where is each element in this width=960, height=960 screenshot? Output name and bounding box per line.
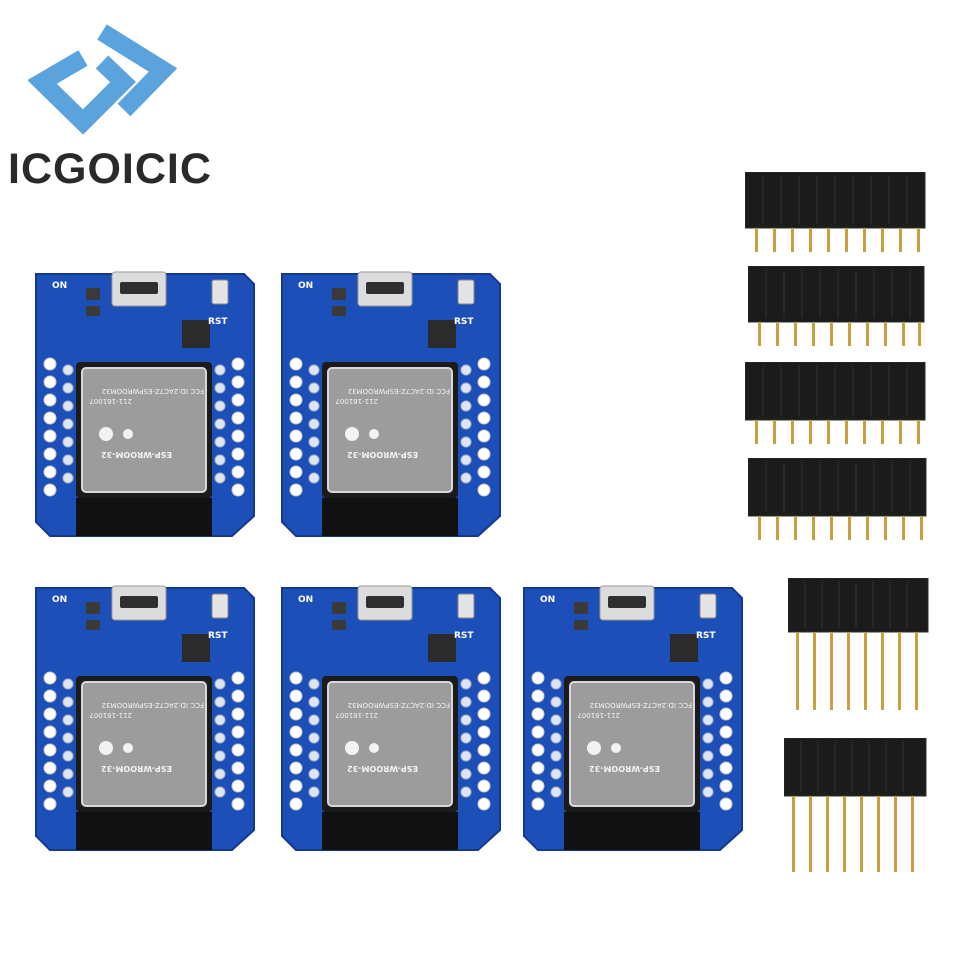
header-graphic bbox=[748, 266, 925, 346]
module-model: ESP-WROOM-32 bbox=[101, 450, 172, 459]
module-model: ESP-WROOM-32 bbox=[589, 764, 660, 773]
esp32-board: ON RST ESP-WROOM-32 211-161007 FCC ID:2A… bbox=[278, 584, 504, 852]
power-led-label: ON bbox=[52, 595, 68, 605]
header-graphic bbox=[784, 738, 927, 872]
module-model: ESP-WROOM-32 bbox=[347, 764, 418, 773]
module-cert: 211-161007 bbox=[89, 397, 132, 405]
reset-label: RST bbox=[454, 631, 474, 641]
module-fcc: FCC ID:2AC7Z-ESPWROOM32 bbox=[101, 701, 204, 709]
power-led-label: ON bbox=[298, 595, 314, 605]
module-model: ESP-WROOM-32 bbox=[347, 450, 418, 459]
header-graphic bbox=[745, 172, 926, 252]
header-graphic bbox=[788, 578, 929, 710]
module-markings: ESP-WROOM-32 211-161007 FCC ID:2AC7Z-ESP… bbox=[560, 684, 700, 784]
reset-label: RST bbox=[696, 631, 716, 641]
diamond-arrow-logo-icon bbox=[28, 24, 178, 135]
board-graphic bbox=[281, 585, 501, 851]
module-fcc: FCC ID:2AC7Z-ESPWROOM32 bbox=[347, 701, 450, 709]
reset-label: RST bbox=[208, 631, 228, 641]
header-graphic bbox=[745, 362, 926, 444]
power-led-label: ON bbox=[52, 281, 68, 291]
module-cert: 211-161007 bbox=[335, 397, 378, 405]
module-cert: 211-161007 bbox=[577, 711, 620, 719]
module-markings: ESP-WROOM-32 211-161007 FCC ID:2AC7Z-ESP… bbox=[318, 370, 458, 470]
header-graphic bbox=[748, 458, 927, 540]
module-markings: ESP-WROOM-32 211-161007 FCC ID:2AC7Z-ESP… bbox=[72, 684, 212, 784]
reset-label: RST bbox=[454, 317, 474, 327]
module-fcc: FCC ID:2AC7Z-ESPWROOM32 bbox=[101, 387, 204, 395]
brand-logo: ICGOICIC bbox=[0, 0, 240, 200]
module-model: ESP-WROOM-32 bbox=[101, 764, 172, 773]
esp32-board: ON RST ESP-WROOM-32 211-161007 FCC ID:2A… bbox=[278, 270, 504, 538]
esp32-board: ON RST ESP-WROOM-32 211-161007 FCC ID:2A… bbox=[520, 584, 746, 852]
module-markings: ESP-WROOM-32 211-161007 FCC ID:2AC7Z-ESP… bbox=[318, 684, 458, 784]
module-cert: 211-161007 bbox=[89, 711, 132, 719]
module-fcc: FCC ID:2AC7Z-ESPWROOM32 bbox=[589, 701, 692, 709]
esp32-board: ON RST ESP-WROOM-32 211-161007 FCC ID:2A… bbox=[32, 270, 258, 538]
reset-label: RST bbox=[208, 317, 228, 327]
board-graphic bbox=[523, 585, 743, 851]
board-graphic bbox=[35, 585, 255, 851]
module-cert: 211-161007 bbox=[335, 711, 378, 719]
power-led-label: ON bbox=[298, 281, 314, 291]
esp32-board: ON RST ESP-WROOM-32 211-161007 FCC ID:2A… bbox=[32, 584, 258, 852]
module-markings: ESP-WROOM-32 211-161007 FCC ID:2AC7Z-ESP… bbox=[72, 370, 212, 470]
module-fcc: FCC ID:2AC7Z-ESPWROOM32 bbox=[347, 387, 450, 395]
board-graphic bbox=[35, 271, 255, 537]
brand-name: ICGOICIC bbox=[8, 145, 212, 193]
board-graphic bbox=[281, 271, 501, 537]
power-led-label: ON bbox=[540, 595, 556, 605]
